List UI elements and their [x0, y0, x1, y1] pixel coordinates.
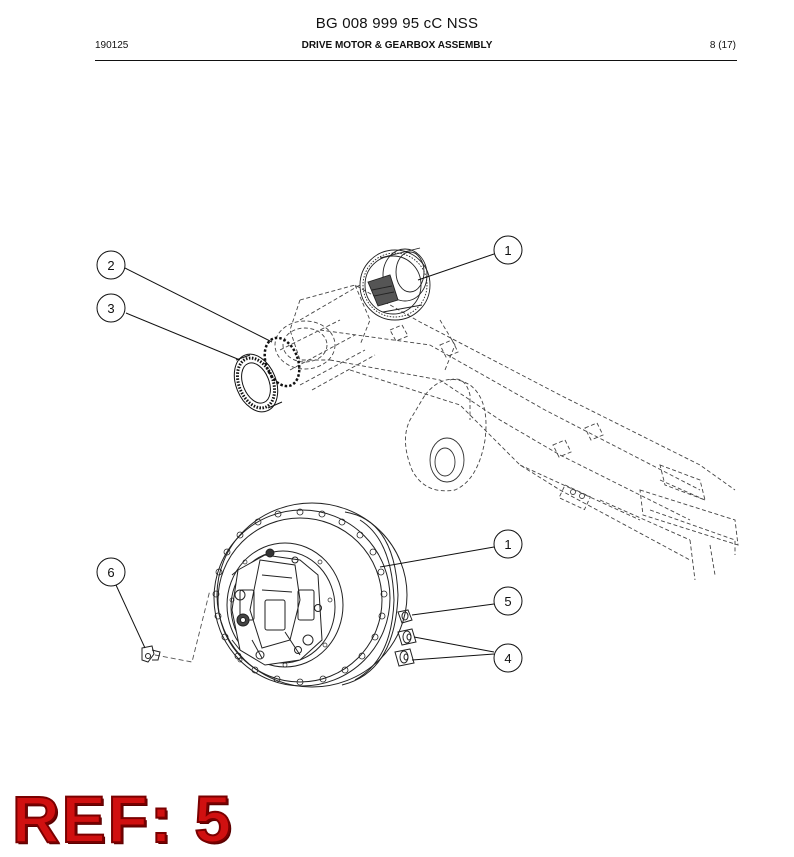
callout-bubble-4 — [493, 643, 523, 673]
callout-label-6: 6 — [107, 565, 114, 580]
callout-label-2: 2 — [107, 258, 114, 273]
header-rule — [95, 60, 737, 61]
axle-frame-drawing — [274, 284, 739, 581]
gear-motor-lower — [212, 502, 408, 688]
callout-label-3: 3 — [107, 301, 114, 316]
callout-bubble-1-lower — [493, 529, 523, 559]
callout-bubble-2 — [96, 250, 126, 280]
leader-lines — [115, 253, 495, 661]
gear-motor-upper — [359, 247, 431, 321]
callout-bubble-1-upper — [493, 235, 523, 265]
callout-bubble-5 — [493, 586, 523, 616]
plug-5 — [397, 609, 413, 624]
callout-label-5: 5 — [504, 594, 511, 609]
callout-label-4: 4 — [504, 651, 511, 666]
page-number: 8 (17) — [709, 40, 736, 51]
reference-stamp: REF: 5 — [11, 782, 234, 856]
elbow-fitting-6 — [141, 645, 161, 663]
section-title: DRIVE MOTOR & GEARBOX ASSEMBLY — [301, 40, 493, 51]
plug-4-upper — [397, 628, 417, 646]
seal-ring-2 — [263, 336, 301, 388]
document-title: BG 008 999 95 cC NSS — [315, 15, 479, 32]
callout-bubble-3 — [96, 293, 126, 323]
plug-4-lower — [394, 648, 415, 667]
document-code: 190125 — [95, 40, 129, 51]
callout-label-1-lower: 1 — [504, 537, 511, 552]
callout-label-1-upper: 1 — [504, 243, 511, 258]
callout-bubble-6 — [96, 557, 126, 587]
assembly-line-6 — [154, 589, 211, 663]
